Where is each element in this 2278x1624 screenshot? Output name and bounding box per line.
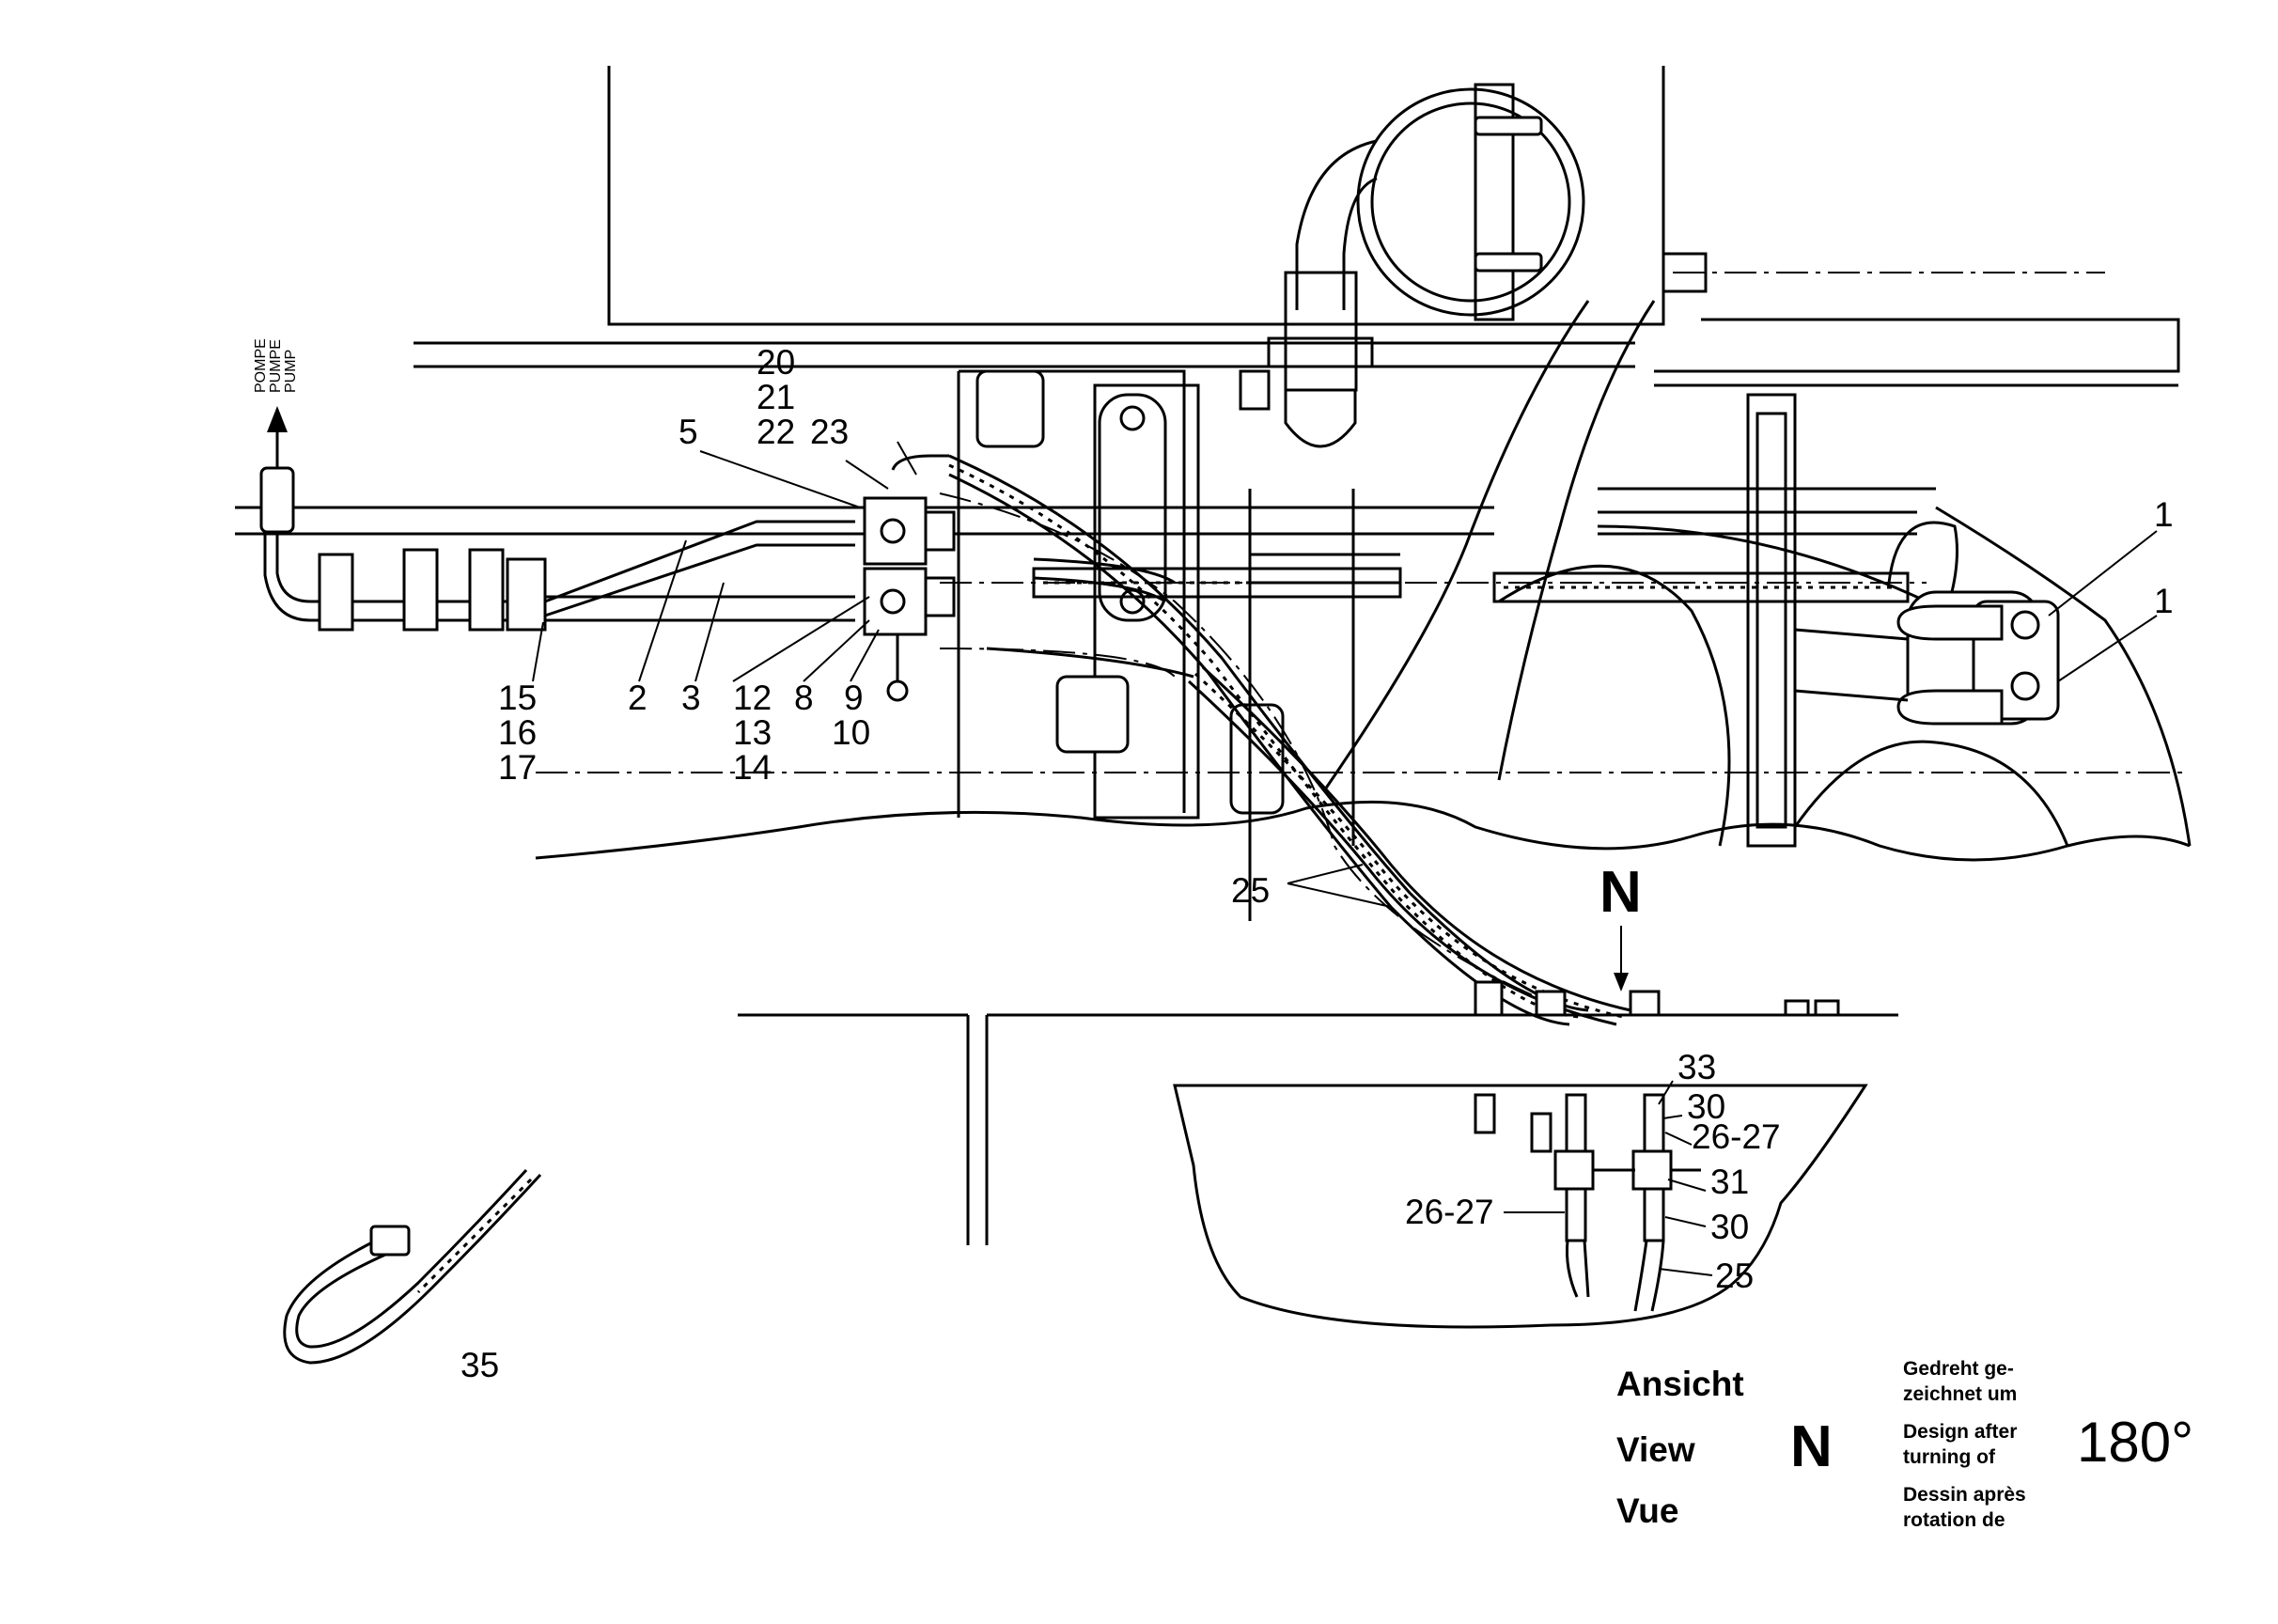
callout-31: 31	[1710, 1163, 1749, 1201]
callout-8: 8	[794, 679, 814, 717]
rotation-angle: 180°	[2077, 1411, 2193, 1474]
hydraulic-lines	[544, 520, 855, 622]
frame-rails	[235, 318, 2180, 536]
callout-15: 15	[498, 679, 537, 717]
rotation-en-line1: Design after	[1903, 1421, 2017, 1443]
view-marker-n: N	[1599, 860, 1642, 925]
tank-body	[607, 66, 1708, 448]
callout-12: 12	[733, 679, 772, 717]
callout-17: 17	[498, 748, 537, 787]
rotation-fr-line1: Dessin après	[1903, 1484, 2026, 1506]
callout-5: 5	[679, 413, 698, 451]
center-lines	[536, 272, 2190, 1016]
callout-3: 3	[681, 679, 701, 717]
callout-14: 14	[733, 748, 772, 787]
callout-21: 21	[757, 378, 795, 416]
view-caption-letter: N	[1790, 1414, 1833, 1479]
callout-16: 16	[498, 713, 537, 752]
view-caption-fr: Vue	[1616, 1491, 1678, 1530]
pump-label-fr: POMPE	[253, 338, 269, 393]
rotation-de-line1: Gedreht ge-	[1903, 1358, 2014, 1380]
callout-22: 22	[757, 413, 795, 451]
pump-label-en: PUMP	[283, 350, 299, 393]
callout-30b: 30	[1710, 1208, 1749, 1246]
rotation-fr-line2: rotation de	[1903, 1509, 2005, 1531]
callout-1a: 1	[2154, 495, 2174, 534]
callout-20: 20	[757, 343, 795, 382]
callout-26-27a: 26-27	[1405, 1193, 1494, 1231]
cable-tie	[283, 1168, 542, 1365]
callout-35: 35	[460, 1346, 499, 1384]
callout-33: 33	[1677, 1048, 1716, 1086]
callout-2: 2	[628, 679, 648, 717]
deck-plate	[738, 980, 1898, 1245]
callout-23: 23	[810, 413, 849, 451]
callout-13: 13	[733, 713, 772, 752]
pump-label: POMPE PUMPE PUMP	[253, 338, 299, 393]
detail-view-n	[1173, 1084, 1868, 1329]
pump-label-de: PUMPE	[268, 339, 284, 393]
rotation-en-line2: turning of	[1903, 1446, 1996, 1468]
callout-9: 9	[844, 679, 864, 717]
callout-10: 10	[832, 713, 870, 752]
view-caption: Ansicht View Vue N Gedreht ge- zeichnet …	[1616, 1358, 2193, 1531]
callout-30a: 30	[1687, 1087, 1725, 1126]
valve-housing	[957, 369, 1400, 921]
view-caption-en: View	[1616, 1430, 1695, 1469]
rotation-de-line2: zeichnet um	[1903, 1383, 2017, 1405]
control-valves	[863, 454, 956, 702]
callout-25b: 25	[1715, 1257, 1754, 1295]
torn-edge-upper	[535, 800, 2191, 862]
callout-26-27b: 26-27	[1692, 1117, 1781, 1156]
callout-1b: 1	[2154, 582, 2174, 620]
view-caption-de: Ansicht	[1616, 1365, 1744, 1403]
leader-lines	[532, 441, 2158, 1276]
callout-25: 25	[1231, 871, 1270, 910]
pump-inlet	[259, 406, 547, 632]
